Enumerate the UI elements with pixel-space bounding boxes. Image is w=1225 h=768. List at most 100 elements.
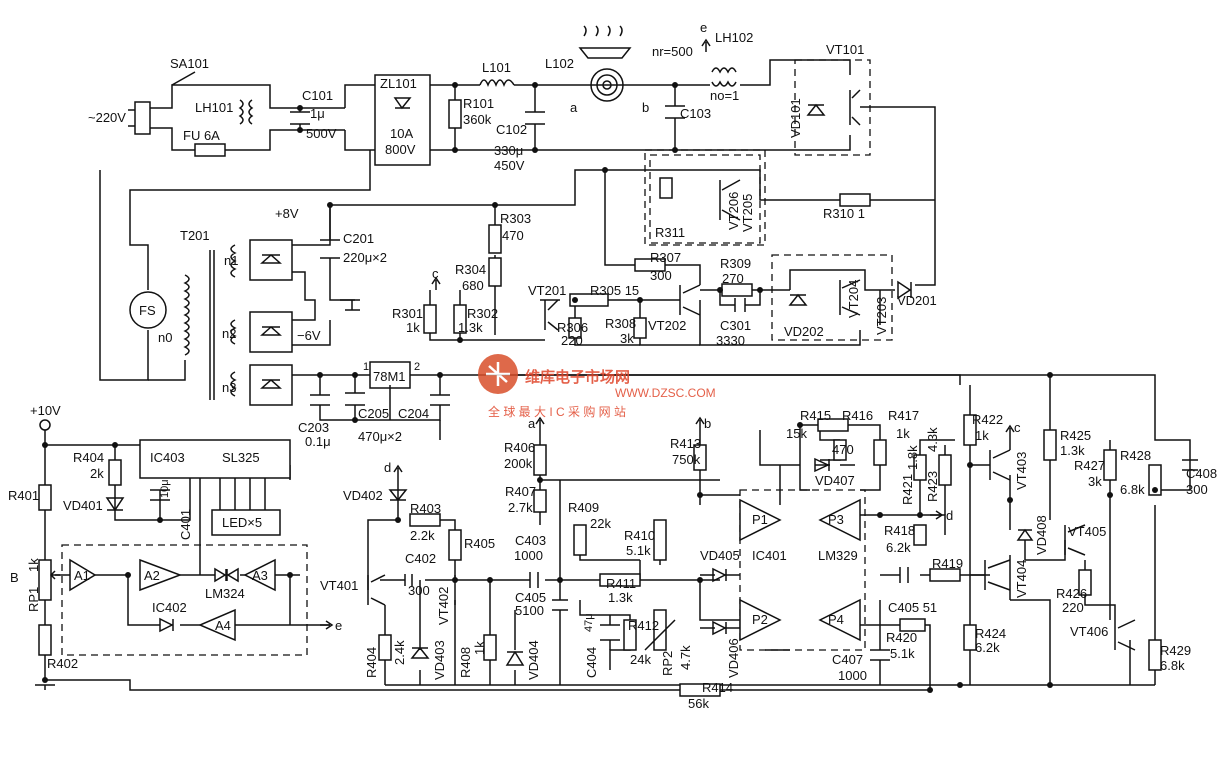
resistor-r422	[963, 414, 977, 446]
label-r420: R420	[886, 630, 917, 645]
label-r302v: 1.3k	[458, 320, 483, 335]
label-r429: R429	[1160, 643, 1191, 658]
watermark-slogan: 全 球 最 大 I C 采 购 网 站	[488, 404, 626, 419]
label-c407: C407	[832, 652, 863, 667]
label-r408v: 1k	[472, 641, 487, 655]
label-r413v: 750k	[672, 452, 701, 467]
label-r416: R416	[842, 408, 873, 423]
resistor-r416	[833, 439, 847, 461]
label-c408v: 300	[1186, 482, 1208, 497]
rectifier-n3	[249, 364, 293, 406]
label-r303: R303	[500, 211, 531, 226]
resistor-r424	[963, 624, 977, 651]
module-ic402	[61, 544, 308, 656]
label-r410v: 5.1k	[626, 543, 651, 558]
label-vt201: VT201	[528, 283, 566, 298]
label-r413: R413	[670, 436, 701, 451]
label-vd201: VD201	[897, 293, 937, 308]
fan-fs	[129, 291, 167, 329]
label-vt101: VT101	[826, 42, 864, 57]
opamp-a1	[69, 558, 97, 592]
label-lm324: LM324	[205, 586, 245, 601]
label-node-c2: c	[1014, 420, 1021, 435]
resistor-r302	[453, 304, 467, 334]
resistor-r415	[817, 418, 849, 432]
label-r403: R403	[410, 501, 441, 516]
label-node-a: a	[570, 100, 578, 115]
cap-c405b	[899, 567, 909, 583]
label-p2: P2	[752, 612, 768, 627]
resistor-r306	[568, 317, 582, 339]
label-c405v: 5100	[515, 603, 544, 618]
label-r411: R411	[606, 576, 636, 591]
cap-c205	[345, 392, 365, 406]
label-r405: R405	[464, 536, 495, 551]
label-r301v: 1k	[406, 320, 420, 335]
transistor-vt405	[1064, 524, 1086, 556]
label-n1: n1	[224, 253, 238, 268]
label-r311: R311	[655, 225, 685, 240]
label-a1: A1	[74, 568, 90, 583]
label-r421: R421	[900, 474, 915, 505]
cap-c103	[665, 105, 685, 119]
label-c102v: 330μ	[494, 143, 523, 158]
coil-n1	[230, 244, 237, 278]
cap-c401	[150, 489, 170, 501]
cap-c404	[600, 624, 620, 641]
label-c404v: 47μ	[583, 613, 595, 632]
label-c203v: 0.1μ	[305, 434, 331, 449]
diode-vd408	[1016, 528, 1034, 541]
label-r424v: 6.2k	[975, 640, 1000, 655]
label-ic402: IC402	[152, 600, 187, 615]
label-r303v: 470	[502, 228, 524, 243]
comparator-p3	[818, 498, 861, 542]
label-r301: R301	[392, 306, 423, 321]
diode-a2a3-b	[226, 567, 239, 583]
diode-vd201	[897, 280, 912, 300]
resistor-r427	[1103, 449, 1117, 481]
label-node-B: B	[10, 570, 19, 585]
label-r402: R402	[47, 656, 78, 671]
label-sa101: SA101	[170, 56, 209, 71]
label-vd408: VD408	[1034, 515, 1049, 555]
label-lh102: LH102	[715, 30, 753, 45]
resistor-r421	[913, 454, 927, 481]
label-vt204: VT204	[846, 280, 861, 318]
resistor-r311	[659, 177, 673, 199]
label-c101u: 500V	[306, 126, 337, 141]
label-p8v: +8V	[275, 206, 299, 221]
label-r407v: 2.7k	[508, 500, 533, 515]
label-vd202: VD202	[784, 324, 824, 339]
label-r101: R101	[463, 96, 494, 111]
diode-vd407	[814, 457, 830, 473]
label-r416v: 470	[832, 442, 854, 457]
label-r306v: 220	[561, 333, 583, 348]
label-l101: L101	[482, 60, 511, 75]
components	[35, 25, 1198, 697]
rectifier-n1	[249, 239, 293, 281]
label-fs: FS	[139, 303, 156, 318]
label-node-b2: b	[704, 416, 711, 431]
resistor-r401	[38, 484, 52, 511]
label-vd407: VD407	[815, 473, 855, 488]
label-c402: C402	[405, 551, 436, 566]
label-r308: R308	[605, 316, 636, 331]
label-r417: R417	[888, 408, 919, 423]
label-rp2: RP2	[660, 651, 675, 676]
cap-c102	[525, 111, 545, 125]
label-node-c: c	[432, 266, 439, 281]
transistor-vt401	[367, 574, 386, 606]
rp1-arrow-icon	[49, 570, 60, 580]
label-rp2v: 4.7k	[678, 645, 693, 670]
label-n0: n0	[158, 330, 172, 345]
module-vt206	[644, 149, 766, 246]
label-pin1: 1	[363, 361, 369, 373]
arrow-e-out-icon	[320, 620, 334, 630]
label-c407v: 1000	[838, 668, 867, 683]
label-c102u: 450V	[494, 158, 525, 173]
label-c405b: C405 51	[888, 600, 937, 615]
resistor-r420	[899, 618, 926, 632]
label-c403v: 1000	[514, 548, 543, 563]
label-vd404: VD404	[526, 640, 541, 680]
pot-icon	[578, 25, 632, 59]
